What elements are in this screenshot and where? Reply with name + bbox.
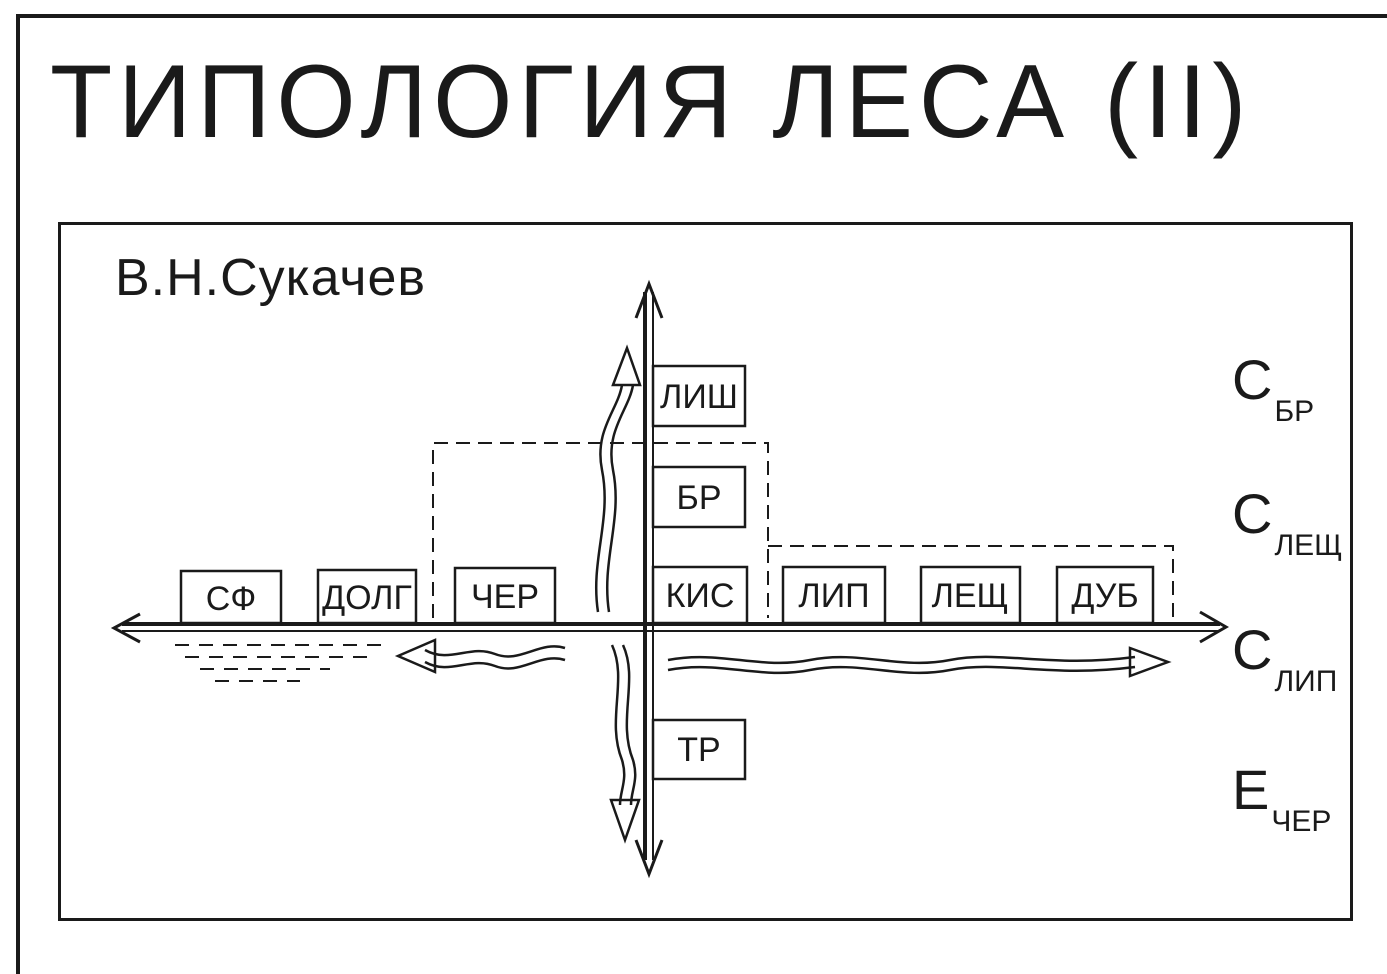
wavy-arrow-right: [667, 646, 1172, 678]
box-leshch: [919, 565, 1022, 625]
box-lish: [651, 364, 747, 428]
label-lish: ЛИШ: [660, 378, 738, 416]
wavy-arrow-left: [394, 638, 566, 674]
outer-frame: [16, 14, 1387, 974]
water-ripples: [175, 644, 390, 682]
box-cher: [453, 566, 557, 625]
wavy-arrow-up: [594, 344, 642, 613]
formula-main: С: [1232, 482, 1273, 545]
label-tr: ТР: [677, 731, 721, 769]
formula-sub: ЛИП: [1274, 665, 1338, 698]
label-cher: ЧЕР: [470, 578, 540, 616]
author-label: В.Н.Сукачев: [115, 249, 426, 307]
formula-sub: ЧЕР: [1271, 805, 1332, 838]
box-dolg: [316, 568, 418, 625]
formula-sub: БР: [1274, 395, 1315, 428]
box-tr: [651, 718, 747, 781]
box-br: [651, 465, 747, 529]
formula-sub: ЛЕЩ: [1274, 529, 1343, 562]
box-dub: [1055, 565, 1155, 625]
diagram-frame: [58, 222, 1353, 921]
box-sf: [179, 569, 283, 625]
page-title: ТИПОЛОГИЯ ЛЕСА (II): [50, 44, 1253, 160]
box-lip: [781, 565, 887, 625]
label-lip: ЛИП: [798, 577, 870, 615]
label-dub: ДУБ: [1071, 577, 1139, 615]
formula-e-cher: ЕЧЕР: [1232, 762, 1331, 837]
formula-c-leshch: СЛЕЩ: [1232, 486, 1342, 561]
formula-main: С: [1232, 348, 1273, 411]
label-leshch: ЛЕЩ: [931, 577, 1009, 615]
box-kis: [651, 565, 749, 625]
formula-main: Е: [1232, 758, 1270, 821]
wavy-arrow-down: [609, 644, 641, 844]
label-dolg: ДОЛГ: [322, 579, 412, 617]
label-br: БР: [676, 479, 722, 517]
formula-c-br: СБР: [1232, 352, 1314, 427]
label-sf: СФ: [205, 580, 257, 618]
formula-c-lip: СЛИП: [1232, 622, 1337, 697]
dashed-region-right: [768, 545, 1174, 618]
formula-main: С: [1232, 618, 1273, 681]
label-kis: КИС: [665, 577, 735, 615]
